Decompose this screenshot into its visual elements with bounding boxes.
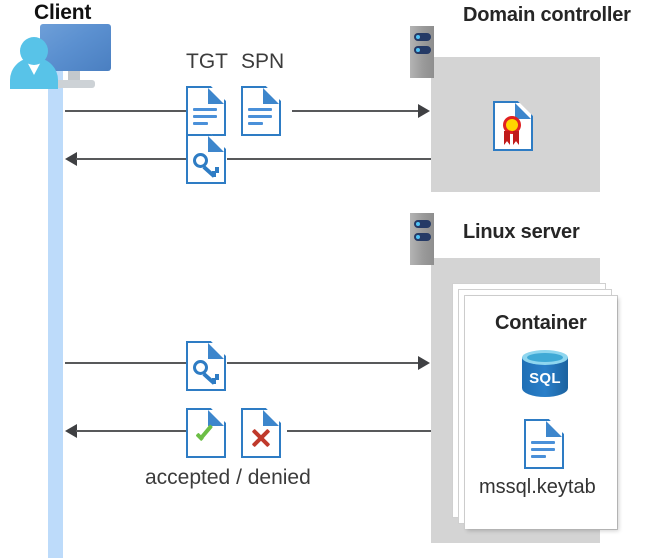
flow-arrowhead-client-to-dc [418,104,430,118]
client-computer-user-icon [10,24,115,89]
label-tgt: TGT [186,50,228,73]
page-title-client: Client [34,1,92,24]
sql-database-label: SQL [529,370,561,387]
key-document-icon-ticket [186,134,226,184]
server-rack-icon-linux-server [410,213,440,271]
server-rack-icon-domain-controller [410,26,440,84]
page-title-linux-server: Linux server [463,221,580,243]
flow-line-dc-to-client-left [76,158,186,160]
sql-database-icon: SQL [522,350,568,404]
flow-line-client-to-linux-right [227,362,420,364]
flow-arrowhead-dc-to-client [65,152,77,166]
certificate-document-icon [493,101,533,151]
label-keytab: mssql.keytab [479,476,596,498]
keytab-document-icon [524,419,564,469]
flow-line-client-to-dc-left [65,110,187,112]
person-head-icon [20,37,48,65]
accepted-check-document-icon [186,408,226,458]
label-accepted-denied: accepted / denied [145,466,311,489]
flow-line-dc-to-client-right [227,158,431,160]
flow-line-client-to-linux-left [65,362,187,364]
flow-line-linux-to-client-right [287,430,431,432]
monitor-neck-icon [68,71,80,82]
page-title-domain-controller: Domain controller [463,4,631,26]
monitor-base-icon [54,80,95,88]
label-spn: SPN [241,50,285,73]
flow-line-linux-to-client-left [76,430,186,432]
flow-arrowhead-linux-to-client [65,424,77,438]
client-lifeline [48,60,63,558]
container-card-front[interactable] [465,296,617,529]
flow-line-client-to-dc-right [292,110,420,112]
document-icon-tgt [186,86,226,136]
page-title-container: Container [495,312,587,334]
denied-cross-document-icon [241,408,281,458]
flow-arrowhead-client-to-linux [418,356,430,370]
key-document-icon-request [186,341,226,391]
document-icon-spn [241,86,281,136]
monitor-screen-icon [40,24,111,71]
